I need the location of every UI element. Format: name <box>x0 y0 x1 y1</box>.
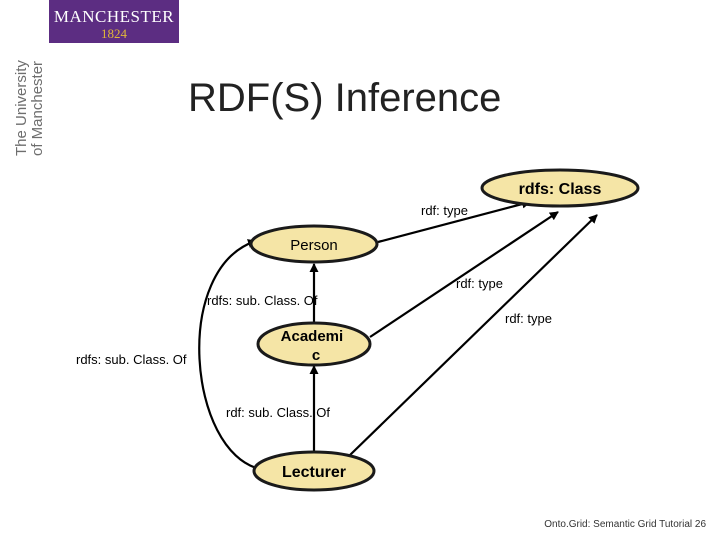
edge-label-rdf-type-top: rdf: type <box>421 203 468 218</box>
slide-footer: Onto.Grid: Semantic Grid Tutorial 26 <box>544 519 706 530</box>
node-rdfs-class: rdfs: Class <box>480 168 640 208</box>
node-person-shape <box>249 224 379 264</box>
edge-lecturer-subclass-person <box>198 239 261 471</box>
edge-person-type-class <box>377 199 531 244</box>
edge-label-subclass-lecturer-person: rdfs: sub. Class. Of <box>76 352 187 367</box>
edge-label-rdf-type-lower: rdf: type <box>505 311 552 326</box>
node-lecturer: Lecturer <box>252 450 376 492</box>
node-lecturer-shape <box>252 450 376 492</box>
edge-lecturer-type-class <box>349 214 598 456</box>
node-rdfs-class-shape <box>480 168 640 208</box>
node-person: Person <box>249 224 379 264</box>
node-person-label: Person <box>290 237 338 254</box>
node-academic-label-line2: c <box>312 347 320 364</box>
edge-label-rdf-type-mid: rdf: type <box>456 276 503 291</box>
node-rdfs-class-label: rdfs: Class <box>519 181 602 198</box>
slide-title: RDF(S) Inference <box>188 76 502 120</box>
node-academic-label: Academi c <box>281 328 348 364</box>
edge-academic-type-class <box>369 211 559 338</box>
logo-wordmark: MANCHESTER <box>53 7 175 26</box>
node-lecturer-label: Lecturer <box>282 464 346 481</box>
university-logo: MANCHESTER 1824 <box>49 0 179 43</box>
edge-label-subclass-academic-person: rdfs: sub. Class. Of <box>207 293 318 308</box>
logo-year: 1824 <box>101 26 127 41</box>
node-academic-label-line1: Academi <box>281 328 344 345</box>
edge-label-subclass-lecturer-academic: rdf: sub. Class. Of <box>226 405 330 420</box>
node-academic-shape <box>256 321 372 367</box>
node-academic: Academi c <box>256 321 372 367</box>
